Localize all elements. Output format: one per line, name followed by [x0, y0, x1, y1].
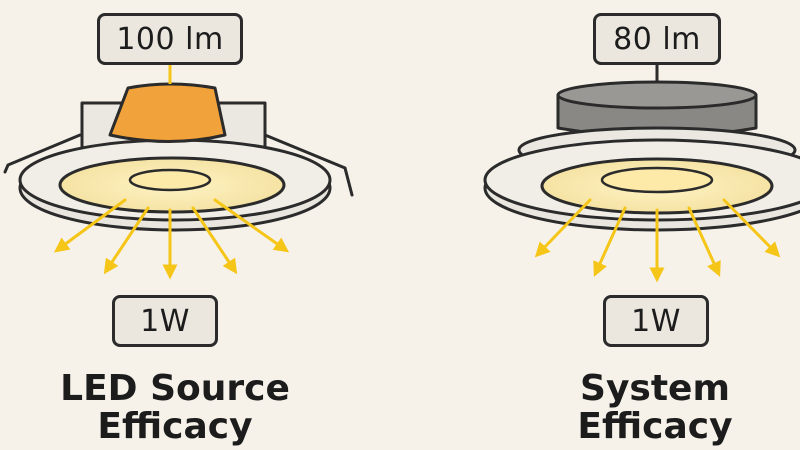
- light-ray-arrow-icon: [103, 206, 150, 275]
- led-chip-icon: [108, 82, 227, 143]
- right-downlight-icon: [483, 60, 800, 232]
- right-title: System Efficacy: [520, 370, 790, 446]
- light-ray-arrow-icon: [534, 198, 592, 258]
- light-ray-arrow-icon: [687, 206, 721, 277]
- left-light-rays: [53, 198, 290, 280]
- left-power-label: 1W: [112, 295, 218, 347]
- right-title-line2: Efficacy: [577, 406, 733, 447]
- left-downlight-icon: [3, 60, 354, 232]
- left-title: LED Source Efficacy: [40, 370, 310, 446]
- light-ray-arrow-icon: [593, 206, 627, 277]
- right-light-rays: [534, 198, 781, 283]
- light-ray-arrow-icon: [191, 206, 238, 275]
- right-title-line1: System: [580, 368, 730, 409]
- left-title-line1: LED Source: [60, 368, 290, 409]
- left-title-line2: Efficacy: [97, 406, 253, 447]
- left-lumen-label: 100 lm: [97, 13, 243, 65]
- right-lumen-label: 80 lm: [593, 13, 721, 65]
- light-ray-arrow-icon: [213, 198, 290, 253]
- light-ray-arrow-icon: [722, 198, 781, 258]
- right-power-label: 1W: [603, 295, 709, 347]
- light-ray-arrow-icon: [53, 198, 127, 253]
